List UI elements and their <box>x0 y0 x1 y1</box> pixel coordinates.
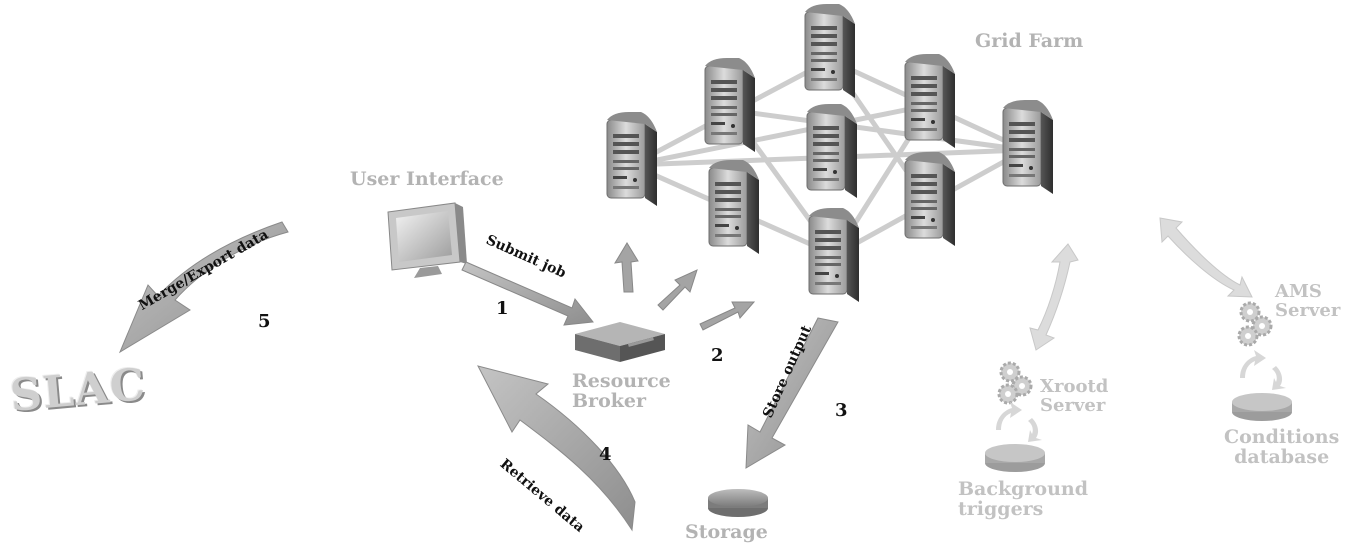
resource-broker-icon <box>575 322 665 362</box>
ams-label-line2: Server <box>1275 299 1341 321</box>
submit-job-arrow <box>461 261 594 326</box>
ams-label-line1: AMS <box>1275 281 1322 302</box>
server-icon <box>704 57 756 153</box>
step-4-number: 4 <box>599 444 612 465</box>
xrootd-link-arrow <box>1029 243 1079 351</box>
xrootd-server-label: Xrootd Server <box>1040 376 1109 416</box>
background-triggers-disk-icon <box>985 444 1045 472</box>
dispatch-arrows <box>614 242 756 331</box>
background-triggers-line2: triggers <box>958 497 1044 520</box>
server-icon <box>904 151 956 247</box>
grid-farm-label: Grid Farm <box>975 30 1084 52</box>
resource-broker-label-line1: Resource <box>572 370 671 392</box>
storage-label: Storage <box>685 521 768 543</box>
monitor-icon <box>387 202 467 278</box>
ams-server-label: AMS Server <box>1275 281 1341 321</box>
xrootd-cycle-arrows <box>996 402 1042 442</box>
user-interface-label: User Interface <box>350 168 504 190</box>
conditions-label-line2: database <box>1234 445 1330 468</box>
xrootd-gears-icon <box>997 361 1033 405</box>
conditions-database-label: Conditions database <box>1224 426 1340 468</box>
ams-cycle-arrows <box>1240 350 1286 390</box>
step-1-number: 1 <box>496 298 509 319</box>
background-triggers-line1: Background <box>958 478 1088 500</box>
slac-logo: SLAC <box>7 359 148 422</box>
server-icon <box>606 111 658 207</box>
conditions-database-disk-icon <box>1232 393 1292 421</box>
step-5-number: 5 <box>258 311 271 332</box>
server-icon <box>708 159 760 255</box>
resource-broker-label: Resource Broker <box>572 370 671 412</box>
server-icon <box>806 103 858 199</box>
step-2-number: 2 <box>711 345 724 366</box>
storage-disk-icon <box>708 489 768 517</box>
resource-broker-label-line2: Broker <box>572 389 647 412</box>
xrootd-label-line2: Server <box>1040 394 1106 416</box>
server-icon <box>808 207 860 303</box>
ams-gears-icon <box>1237 301 1273 347</box>
retrieve-data-arrow <box>477 365 636 532</box>
xrootd-label-line1: Xrootd <box>1040 376 1109 397</box>
step-3-number: 3 <box>835 400 848 421</box>
background-triggers-label: Background triggers <box>958 478 1088 520</box>
server-icon <box>1002 99 1054 195</box>
server-icon <box>904 53 956 149</box>
merge-export-arrow <box>118 221 289 354</box>
server-icon <box>804 3 856 99</box>
store-output-arrow <box>745 317 839 469</box>
conditions-label-line1: Conditions <box>1224 426 1340 448</box>
ams-link-arrow <box>1159 217 1253 298</box>
